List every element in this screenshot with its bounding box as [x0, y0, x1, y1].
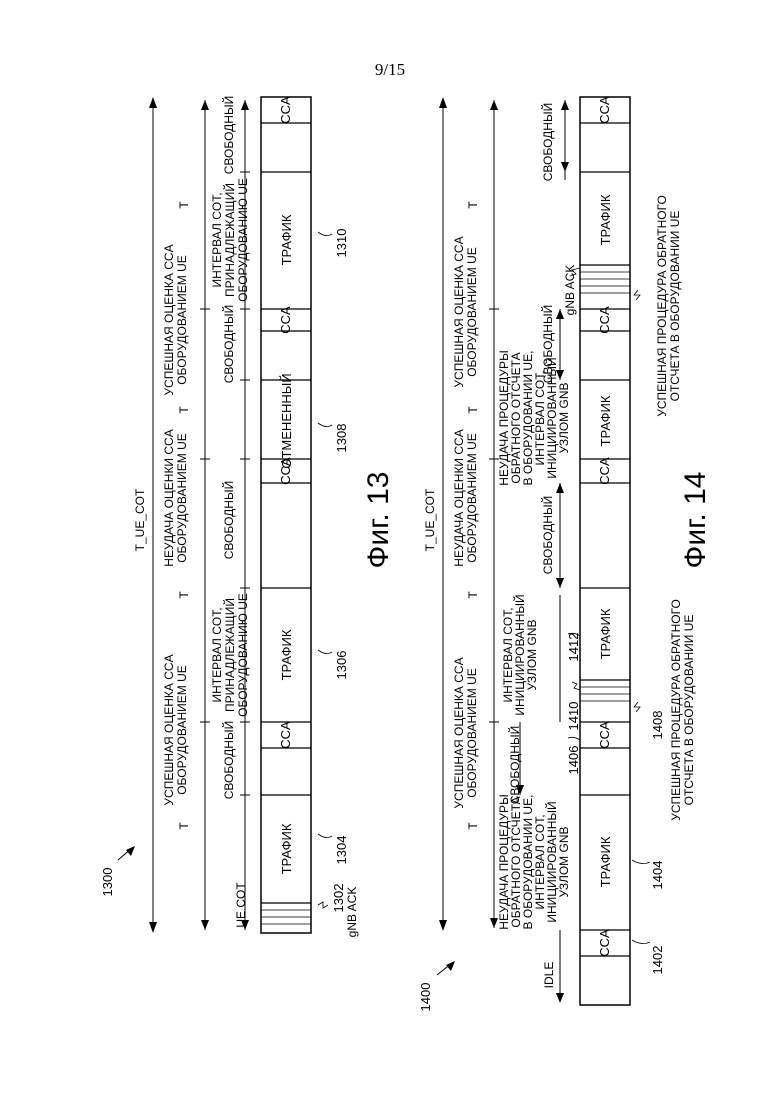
fig14-ref-1408: 1408: [650, 711, 665, 740]
fig14-ref-1400: 1400: [418, 983, 433, 1012]
fig14-ref-1404: 1404: [650, 861, 665, 890]
fig13-success1-label: ОБОРУДОВАНИЕМ UE: [175, 665, 189, 795]
fig13-span-label: T_UE_COT: [133, 488, 147, 551]
fig13-cot-label: ПРИНАДЛЕЖАЩИЙ: [222, 183, 237, 297]
fig14-fail-label: НЕУДАЧА ОЦЕНКИ CCA: [452, 429, 466, 566]
fig13-ack-label: gNB ACK: [345, 887, 359, 938]
fig13-cancelled-block: ОТМЕНЕННЫЙ: [279, 373, 294, 468]
fig13-cca-block: CCA: [278, 721, 293, 749]
fig14-free-label: СВОБОДНЫЙ: [540, 103, 555, 181]
fig13-success2-label: ОБОРУДОВАНИЕМ UE: [175, 255, 189, 385]
fig14-traffic-block: ТРАФИК: [598, 836, 613, 887]
fig14-traffic-block: ТРАФИК: [598, 608, 613, 659]
fig14-cca-block: CCA: [597, 457, 612, 485]
fig14-success-fb-label: УСПЕШНАЯ ПРОЦЕДУРА ОБРАТНОГО: [655, 195, 669, 417]
fig13-success2-label: УСПЕШНАЯ ОЦЕНКА CCA: [162, 244, 176, 395]
fig14-idle-label: IDLE: [542, 962, 556, 989]
fig13-ref-1302: 1302: [331, 884, 346, 913]
fig13-free-label: СВОБОДНЫЙ: [221, 96, 236, 174]
fig14-success-fb-label: ОТСЧЕТА В ОБОРУДОВАНИИ UE: [682, 615, 696, 806]
fig13-t-label: T: [177, 201, 191, 209]
fig13-cca-block: CCA: [278, 457, 293, 485]
fig13-free-label: СВОБОДНЫЙ: [221, 305, 236, 383]
figure-13-diagram: CCA ТРАФИК CCA ОТМЕНЕННЫЙ CCA ТРАФИК CCA…: [100, 96, 395, 938]
fig13-ref-1308: 1308: [334, 424, 349, 453]
fig14-ref-1406: 1406: [566, 746, 581, 775]
fig14-traffic-block: ТРАФИК: [598, 194, 613, 245]
fig14-cca-block: CCA: [597, 306, 612, 334]
fig14-t-label: T: [466, 406, 480, 414]
fig14-traffic-block: ТРАФИК: [598, 395, 613, 446]
fig14-fail-fb-label: УЗЛОМ GNB: [557, 826, 571, 897]
fig14-ref-1410: 1410: [566, 702, 581, 731]
fig13-t-label: T: [177, 406, 191, 414]
fig14-t-label: T: [466, 822, 480, 830]
fig13-free-label: СВОБОДНЫЙ: [221, 721, 236, 799]
fig13-ref-1306: 1306: [334, 651, 349, 680]
fig14-cca-block: CCA: [597, 96, 612, 124]
fig14-t-label: T: [466, 591, 480, 599]
figure-14-diagram: CCA ТРАФИК CCA ТРАФИК CCA ТРАФИК CCA ТРА…: [418, 96, 712, 1012]
fig13-success1-label: УСПЕШНАЯ ОЦЕНКА CCA: [162, 654, 176, 805]
fig14-free-label: СВОБОДНЫЙ: [540, 496, 555, 574]
fig14-gnb-label: УЗЛОМ GNB: [525, 619, 539, 690]
fig13-ue-cot-label: UE COT: [234, 882, 248, 928]
fig14-t-label: T: [466, 201, 480, 209]
fig13-cot-label: ПРИНАДЛЕЖАЩИЙ: [222, 598, 237, 712]
fig13-ref-1310: 1310: [334, 229, 349, 258]
fig14-span-label: T_UE_COT: [423, 488, 437, 551]
fig13-traffic-block: ТРАФИК: [279, 823, 294, 874]
fig13-t-label: T: [177, 822, 191, 830]
fig13-traffic-block: ТРАФИК: [279, 214, 294, 265]
fig13-cot-label: ОБОРУДОВАНИЮ UE: [236, 593, 250, 717]
fig14-free-label: СВОБОДНЫЙ: [507, 726, 522, 804]
fig13-fail-label: ОБОРУДОВАНИЕМ UE: [175, 433, 189, 563]
fig13-ref-1304: 1304: [334, 836, 349, 865]
fig13-cca-block: CCA: [278, 96, 293, 124]
fig14-success2-label: УСПЕШНАЯ ОЦЕНКА CCA: [452, 236, 466, 387]
fig14-ref-1402: 1402: [650, 946, 665, 975]
fig14-success2-label: ОБОРУДОВАНИЕМ UE: [465, 247, 479, 377]
fig14-fail-fb-label: УЗЛОМ GNB: [557, 382, 571, 453]
fig13-cot-label: ОБОРУДОВАНИЮ UE: [236, 178, 250, 302]
fig14-ref-1412: 1412: [566, 633, 581, 662]
fig13-t-label: T: [177, 591, 191, 599]
fig14-cca-block: CCA: [597, 929, 612, 957]
fig14-success1-label: УСПЕШНАЯ ОЦЕНКА CCA: [452, 657, 466, 808]
fig14-success1-label: ОБОРУДОВАНИЕМ UE: [465, 668, 479, 798]
fig13-fail-label: НЕУДАЧА ОЦЕНКИ CCA: [162, 429, 176, 566]
fig13-traffic-block: ТРАФИК: [279, 629, 294, 680]
fig13-free-label: СВОБОДНЫЙ: [221, 481, 236, 559]
fig14-ack-label: gNB ACK: [563, 265, 577, 316]
fig13-cot-label: ИНТЕРВАЛ COT,: [210, 607, 224, 702]
fig14-success-fb-label: УСПЕШНАЯ ПРОЦЕДУРА ОБРАТНОГО: [669, 599, 683, 821]
fig14-success-fb-label: ОТСЧЕТА В ОБОРУДОВАНИИ UE: [668, 211, 682, 402]
fig14-fail-label: ОБОРУДОВАНИЕМ UE: [465, 433, 479, 563]
fig13-ref-1300: 1300: [100, 868, 115, 897]
fig13-cca-block: CCA: [278, 306, 293, 334]
fig13-caption: Фиг. 13: [362, 472, 395, 569]
fig14-caption: Фиг. 14: [679, 472, 712, 569]
fig13-cot-label: ИНТЕРВАЛ COT,: [210, 192, 224, 287]
fig14-free-label: СВОБОДНЫЙ: [540, 305, 555, 383]
fig14-cca-block: CCA: [597, 721, 612, 749]
